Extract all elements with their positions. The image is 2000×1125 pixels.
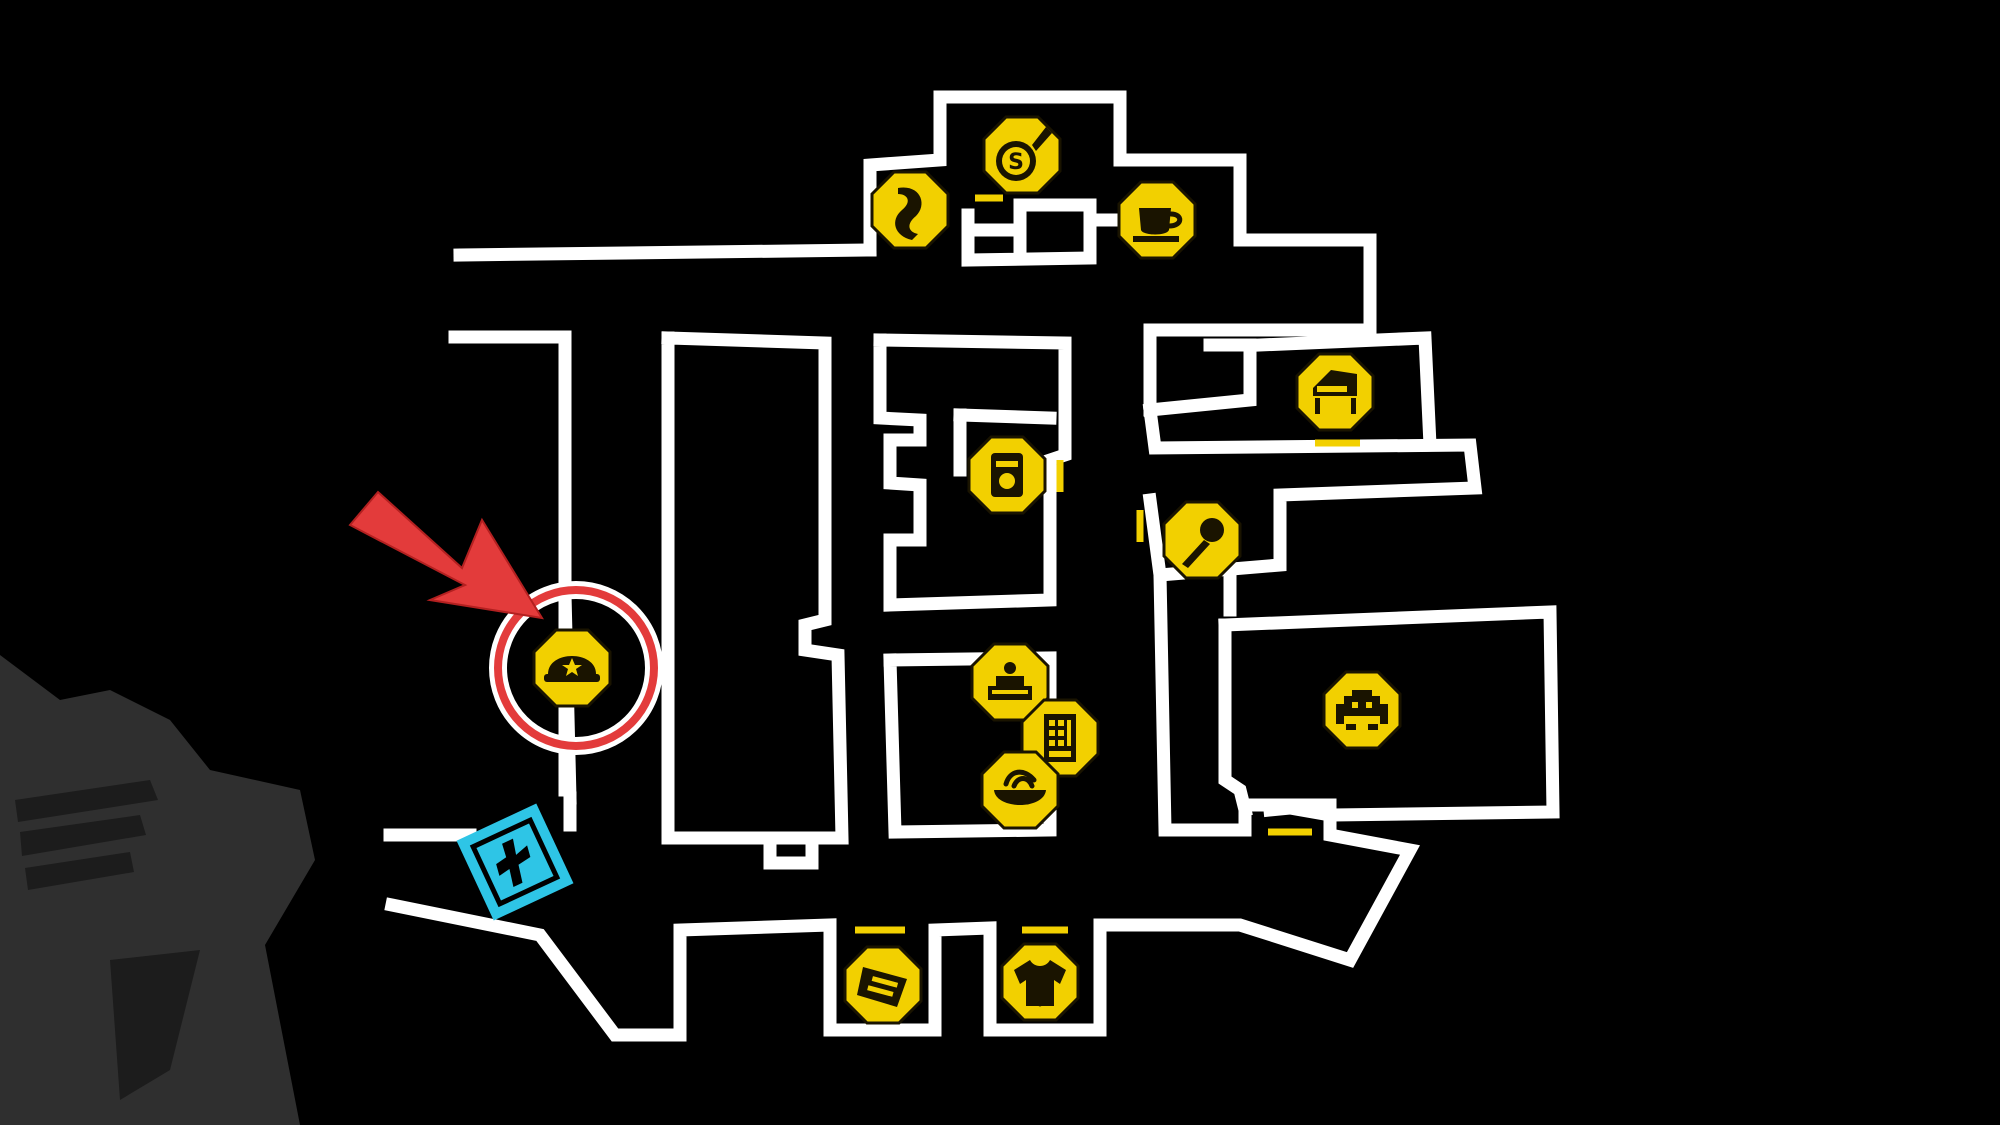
character-silhouette [0,655,315,1125]
cafe-icon[interactable] [1117,180,1197,260]
cake-icon[interactable] [970,642,1050,722]
ticket-icon[interactable] [843,945,923,1025]
highlight-ring [489,581,663,755]
drink-can-icon[interactable] [967,435,1047,515]
red-pointer-arrow [348,490,544,620]
space-invader-icon[interactable] [1322,670,1402,750]
patrol-cap-icon[interactable] [532,628,612,708]
street-walls [383,90,1560,1042]
tailor-shop-icon[interactable]: S [982,115,1062,195]
karaoke-mic-icon[interactable] [1162,500,1242,580]
piano-icon[interactable] [1295,352,1375,432]
phone-icon[interactable] [870,170,950,250]
door-markers [855,194,1360,934]
ramen-bowl-icon[interactable] [980,750,1060,830]
clothing-icon[interactable] [1000,942,1080,1022]
svg-text:S: S [1008,150,1024,175]
taxi-entrance-icon[interactable] [456,803,574,921]
